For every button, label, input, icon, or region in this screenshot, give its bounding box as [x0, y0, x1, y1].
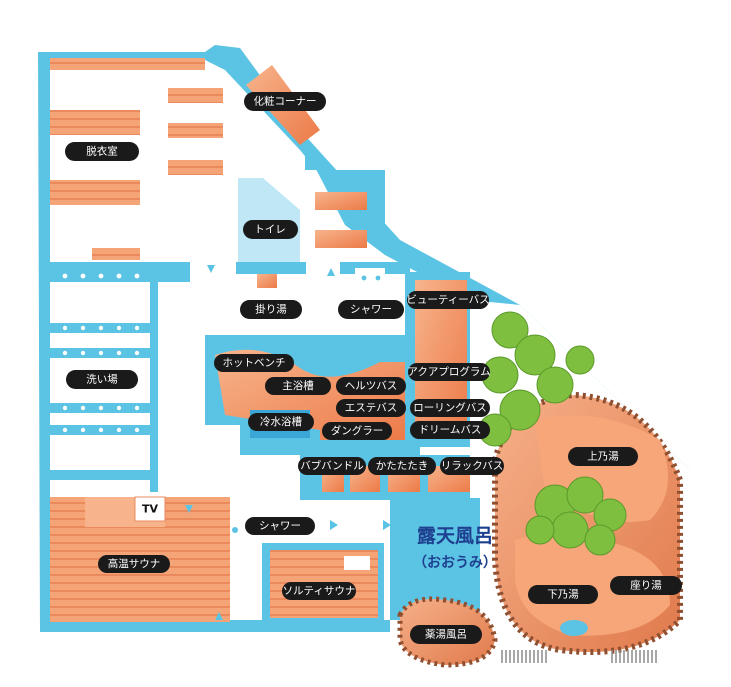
svg-text:エステバス: エステバス	[345, 402, 398, 414]
label-shower-lower[interactable]: シャワー	[245, 517, 315, 535]
svg-text:上乃湯: 上乃湯	[587, 451, 619, 463]
label-health-bath[interactable]: ヘルツバス	[336, 377, 406, 395]
drain-grates	[501, 650, 657, 663]
svg-text:リラックバス: リラックバス	[441, 460, 503, 472]
svg-text:アクアプログラム: アクアプログラム	[407, 365, 490, 378]
salty-sauna-bench	[344, 556, 370, 570]
tv-box	[134, 496, 166, 522]
label-pour-bath[interactable]: 掛り湯	[240, 300, 302, 319]
greenery	[478, 311, 627, 556]
washing-dots	[62, 325, 140, 433]
counter-orange-2	[315, 230, 367, 248]
outdoor-title: 露天風呂	[417, 525, 493, 547]
lower-bath-pool	[515, 533, 670, 636]
tv-label: TV	[142, 503, 159, 516]
direction-arrows	[185, 265, 391, 620]
label-dream-bath[interactable]: ドリームバス	[410, 421, 490, 439]
label-aqua-program[interactable]: アクアプログラム	[407, 363, 491, 381]
label-rolling-bath[interactable]: ローリングバス	[410, 399, 490, 417]
svg-text:ドリームバス: ドリームバス	[419, 424, 482, 436]
divider-band-right	[236, 262, 306, 274]
divider-band	[50, 262, 190, 282]
label-dressing-room[interactable]: 脱衣室	[65, 142, 139, 161]
svg-text:下乃湯: 下乃湯	[547, 589, 579, 601]
svg-text:座り湯: 座り湯	[630, 579, 662, 592]
svg-text:ソルティサウナ: ソルティサウナ	[283, 585, 356, 597]
svg-text:ローリングバス: ローリングバス	[413, 401, 487, 414]
label-esthe-bath[interactable]: エステバス	[336, 399, 406, 417]
svg-text:ヘルツバス: ヘルツバス	[345, 380, 398, 392]
svg-text:掛り湯: 掛り湯	[255, 303, 287, 316]
shower-upper-dots	[355, 268, 385, 290]
label-toilet[interactable]: トイレ	[243, 220, 298, 239]
svg-text:バブバンドル: バブバンドル	[300, 459, 364, 472]
label-makeup-corner[interactable]: 化粧コーナー	[244, 92, 326, 111]
divider-dots	[62, 273, 140, 279]
label-washing-area[interactable]: 洗い場	[66, 370, 138, 389]
label-dangler[interactable]: ダングラー	[322, 422, 392, 440]
svg-text:化粧コーナー: 化粧コーナー	[254, 95, 317, 108]
svg-text:ビューティーバス: ビューティーバス	[406, 294, 489, 306]
svg-text:ホットベンチ: ホットベンチ	[223, 357, 286, 369]
outdoor-subtitle: （おおうみ）	[413, 555, 497, 571]
svg-text:かたたたき: かたたたき	[376, 460, 429, 472]
label-bubble-ndoru[interactable]: バブバンドル	[298, 457, 366, 475]
svg-text:トイレ: トイレ	[254, 224, 286, 236]
svg-text:洗い場: 洗い場	[86, 373, 118, 386]
locker-blocks	[50, 58, 223, 260]
svg-text:主浴槽: 主浴槽	[282, 380, 314, 392]
pour-bath-tub	[257, 274, 277, 288]
label-salty-sauna[interactable]: ソルティサウナ	[282, 582, 356, 600]
label-main-bath[interactable]: 主浴槽	[265, 377, 331, 395]
svg-text:シャワー: シャワー	[350, 304, 392, 316]
label-high-temp-sauna[interactable]: 高温サウナ	[98, 555, 170, 573]
svg-text:冷水浴槽: 冷水浴槽	[260, 415, 302, 428]
label-beauty-bath[interactable]: ビューティーバス	[406, 291, 490, 309]
svg-text:ダングラー: ダングラー	[331, 424, 384, 437]
label-upper-bath[interactable]: 上乃湯	[568, 447, 638, 466]
label-herbal-bath[interactable]: 薬湯風呂	[410, 625, 482, 644]
label-katatataki[interactable]: かたたたき	[368, 457, 436, 475]
label-cold-bath[interactable]: 冷水浴槽	[248, 413, 314, 431]
small-blue-pond	[560, 620, 588, 636]
label-lower-bath[interactable]: 下乃湯	[528, 585, 598, 604]
label-shower-upper[interactable]: シャワー	[338, 300, 404, 319]
svg-text:高温サウナ: 高温サウナ	[108, 557, 161, 570]
label-seated-bath[interactable]: 座り湯	[610, 576, 682, 595]
svg-text:脱衣室: 脱衣室	[86, 145, 118, 158]
label-hot-bench[interactable]: ホットベンチ	[214, 354, 294, 372]
svg-text:薬湯風呂: 薬湯風呂	[425, 629, 467, 641]
svg-text:シャワー: シャワー	[259, 520, 301, 532]
label-relax-bath[interactable]: リラックバス	[440, 457, 504, 475]
counter-orange-1	[315, 192, 367, 210]
